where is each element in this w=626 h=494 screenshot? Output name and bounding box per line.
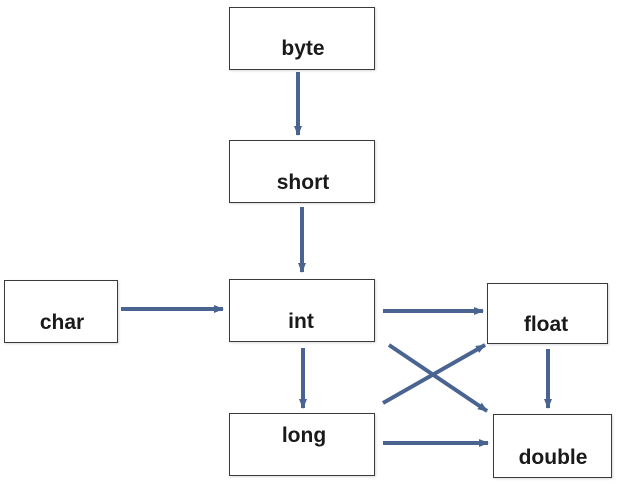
arrow-int-to-double	[387, 343, 489, 413]
node-short-label: short	[276, 171, 330, 194]
node-short	[229, 140, 375, 203]
node-float-label: float	[523, 313, 569, 336]
node-double-label: double	[518, 446, 588, 469]
node-char	[4, 280, 118, 343]
node-int	[229, 279, 375, 342]
node-byte-label: byte	[281, 37, 325, 60]
arrow-long-to-float	[382, 343, 486, 405]
node-char-label: char	[39, 311, 85, 334]
node-float	[487, 283, 608, 344]
node-double	[493, 414, 612, 478]
node-int-label: int	[288, 310, 314, 333]
node-long	[229, 413, 375, 476]
node-byte	[229, 7, 375, 70]
node-long-label: long	[281, 424, 327, 447]
